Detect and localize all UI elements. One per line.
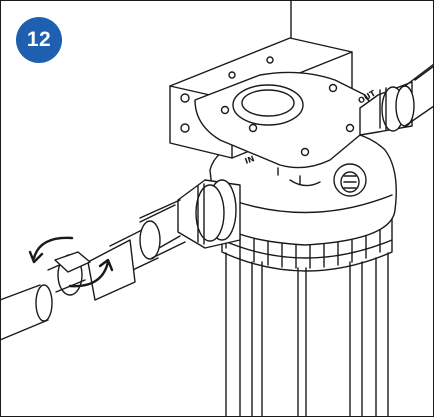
ball-valve	[47, 239, 136, 301]
filter-sump	[225, 252, 389, 417]
inlet-pipe	[109, 199, 186, 277]
inlet-fitting	[177, 179, 241, 249]
supply-pipe	[0, 284, 53, 341]
step-number-badge: 12	[16, 17, 62, 63]
outlet-fitting	[359, 63, 434, 136]
curved-arrows-icon	[28, 236, 114, 288]
relief-knob	[333, 163, 367, 197]
inlet-port-label: IN	[244, 154, 256, 166]
